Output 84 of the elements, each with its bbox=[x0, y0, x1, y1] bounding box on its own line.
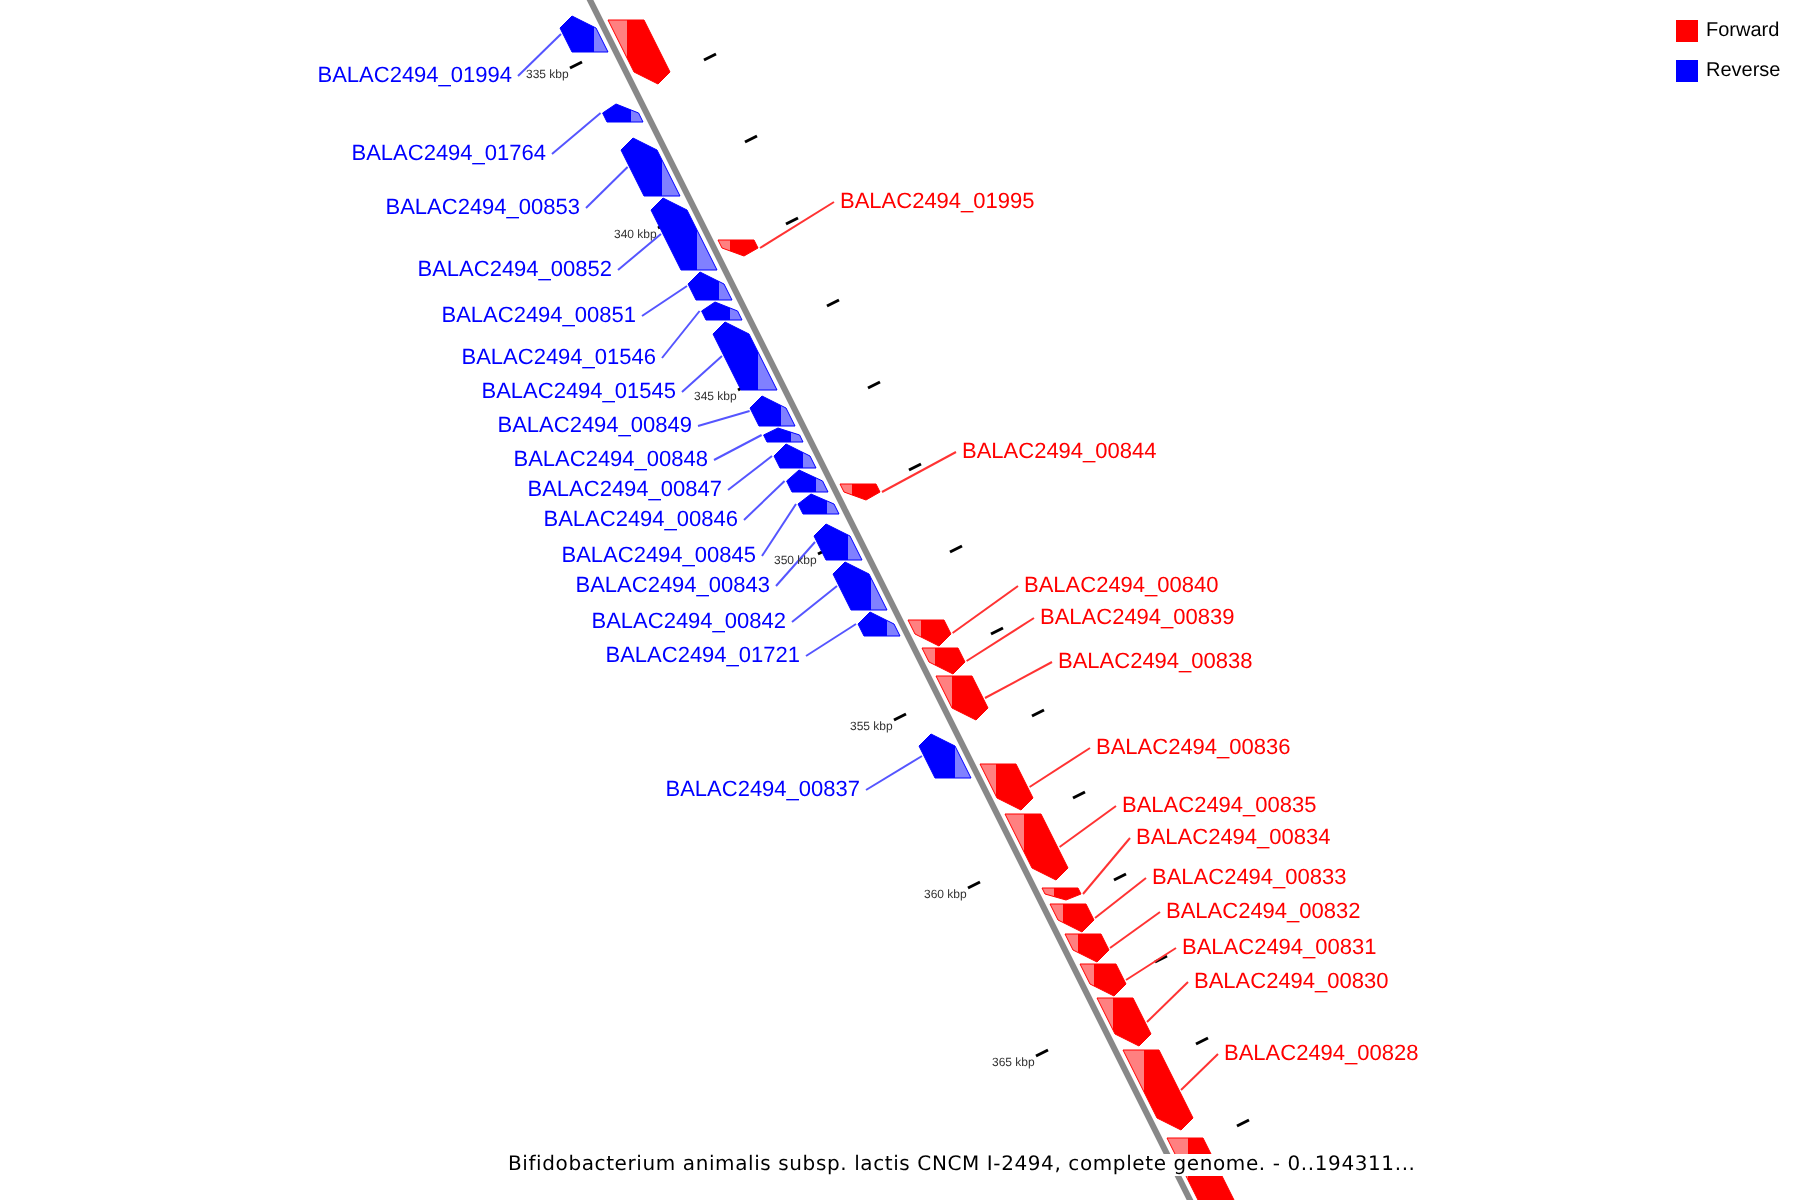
leader-line bbox=[727, 455, 773, 491]
leader-line bbox=[1109, 911, 1161, 949]
gene-block bbox=[1096, 997, 1152, 1047]
leader-line bbox=[984, 661, 1053, 699]
leader-line bbox=[775, 541, 816, 587]
leader-line bbox=[713, 434, 763, 461]
gene-label: BALAC2494_00852 bbox=[417, 257, 612, 283]
leader-line bbox=[517, 33, 562, 77]
gene-label: BALAC2494_00836 bbox=[1096, 735, 1291, 761]
gene-block bbox=[712, 321, 778, 391]
leader-line bbox=[1094, 877, 1147, 919]
leader-line bbox=[965, 617, 1035, 662]
gene-block bbox=[602, 103, 644, 123]
gene-block bbox=[813, 523, 863, 561]
gene-block bbox=[559, 15, 609, 53]
gene-label: BALAC2494_00846 bbox=[543, 507, 738, 533]
gene-block bbox=[857, 611, 901, 637]
gene-label: BALAC2494_01995 bbox=[840, 189, 1035, 215]
gene-block bbox=[773, 443, 817, 469]
gene-label: BALAC2494_00851 bbox=[441, 303, 636, 329]
leader-line bbox=[1082, 837, 1131, 895]
gene-label: BALAC2494_00834 bbox=[1136, 825, 1331, 851]
leader-line bbox=[1028, 747, 1091, 788]
gene-label: BALAC2494_00843 bbox=[575, 573, 770, 599]
gene-block bbox=[907, 619, 952, 647]
gene-block bbox=[687, 271, 733, 301]
legend-label: Forward bbox=[1706, 20, 1780, 44]
leader-line bbox=[1146, 981, 1189, 1023]
gene-label: BALAC2494_00847 bbox=[527, 477, 722, 503]
gene-block bbox=[918, 733, 972, 779]
leader-line bbox=[881, 451, 957, 493]
gene-block bbox=[786, 469, 829, 493]
gene-block bbox=[979, 763, 1034, 811]
leader-line bbox=[951, 585, 1019, 634]
leader-line bbox=[1180, 1053, 1219, 1091]
gene-label: BALAC2494_00831 bbox=[1182, 935, 1377, 961]
gene-block bbox=[839, 483, 881, 501]
gene-label: BALAC2494_01546 bbox=[461, 345, 656, 371]
gene-block bbox=[717, 239, 759, 257]
gene-label: BALAC2494_00839 bbox=[1040, 605, 1235, 631]
gene-block bbox=[935, 675, 989, 721]
gene-label: BALAC2494_01994 bbox=[317, 63, 512, 89]
gene-label: BALAC2494_00830 bbox=[1194, 969, 1389, 995]
leader-line bbox=[759, 201, 835, 249]
leader-line bbox=[617, 233, 662, 271]
gene-block bbox=[797, 493, 840, 515]
gene-label: BALAC2494_00842 bbox=[591, 609, 786, 635]
leader-line bbox=[865, 755, 923, 791]
legend-label: Reverse bbox=[1706, 60, 1781, 84]
gene-label: BALAC2494_00849 bbox=[497, 413, 692, 439]
gene-label: BALAC2494_01721 bbox=[605, 643, 800, 669]
gene-label: BALAC2494_00840 bbox=[1024, 573, 1219, 599]
gene-label: BALAC2494_00845 bbox=[561, 543, 756, 569]
leader-line bbox=[661, 310, 701, 359]
leader-line bbox=[681, 355, 723, 393]
gene-label: BALAC2494_00833 bbox=[1152, 865, 1347, 891]
gene-label: BALAC2494_01764 bbox=[351, 141, 546, 167]
gene-block bbox=[1122, 1049, 1194, 1131]
gene-block bbox=[1064, 933, 1110, 963]
leader-line bbox=[1058, 805, 1117, 848]
gene-label: BALAC2494_01545 bbox=[481, 379, 676, 405]
gene-block bbox=[620, 137, 681, 197]
gene-label: BALAC2494_00838 bbox=[1058, 649, 1253, 675]
gene-label: BALAC2494_00832 bbox=[1166, 899, 1361, 925]
gene-label: BALAC2494_00837 bbox=[665, 777, 860, 803]
leader-line bbox=[1125, 947, 1177, 981]
leader-line bbox=[743, 480, 786, 521]
gene-label: BALAC2494_00844 bbox=[962, 439, 1157, 465]
leader-line bbox=[791, 585, 838, 623]
gene-label: BALAC2494_00853 bbox=[385, 195, 580, 221]
gene-block bbox=[1079, 963, 1127, 997]
leader-line bbox=[641, 285, 688, 317]
gene-block bbox=[1004, 813, 1069, 881]
leader-line bbox=[805, 623, 857, 657]
leader-line bbox=[551, 112, 602, 155]
gene-label: BALAC2494_00848 bbox=[513, 447, 708, 473]
leader-line bbox=[697, 410, 751, 427]
caption: Bifidobacterium animalis subsp. lactis CNCM I-2494, complete genome. - 0..194311... bbox=[508, 1154, 1416, 1176]
gene-label: BALAC2494_00828 bbox=[1224, 1041, 1419, 1067]
leader-line bbox=[585, 166, 629, 209]
leader-line bbox=[761, 503, 797, 557]
gene-block bbox=[701, 301, 743, 321]
gene-block bbox=[921, 647, 966, 675]
gene-label: BALAC2494_00835 bbox=[1122, 793, 1317, 819]
